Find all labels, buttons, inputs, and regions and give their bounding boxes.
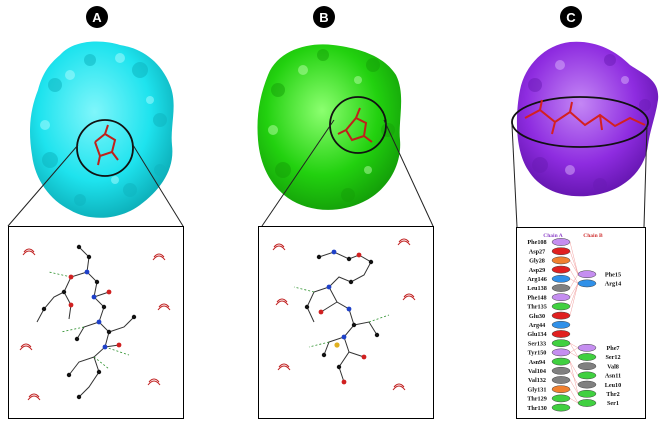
interaction-link xyxy=(569,260,579,275)
chain-b-header: Chain B xyxy=(583,233,603,239)
chain-b-residue-label: Asn11 xyxy=(605,373,621,380)
chain-b-residue-oval xyxy=(577,279,597,288)
chain-interaction-diagram: Chain A Chain B Phe108Asp27Gly28Asp29Arg… xyxy=(527,233,622,412)
chain-b-residue-label: Leu10 xyxy=(605,382,622,389)
panel-label-c: C xyxy=(560,6,582,28)
chain-a-residue-label: Ser133 xyxy=(528,340,546,347)
chain-a-residue-label: Thr129 xyxy=(527,396,547,403)
chain-a-residue-oval xyxy=(551,265,571,274)
chain-a-residue-label: Glu30 xyxy=(529,313,545,320)
ligand-b xyxy=(337,107,373,143)
chain-b-residue-label: Phe7 xyxy=(606,345,619,352)
chain-a-residue-oval xyxy=(551,376,571,384)
chain-b-residue-oval xyxy=(577,362,597,371)
interaction-link xyxy=(569,251,579,275)
panel-label-b: B xyxy=(313,6,335,28)
chain-a-header: Chain A xyxy=(543,233,562,239)
interaction-link xyxy=(569,361,579,394)
chain-a-residue-label: Glu134 xyxy=(527,331,546,338)
chain-a-residue-label: Gly28 xyxy=(529,258,545,265)
interaction-link xyxy=(569,343,579,348)
chain-a-residue-label: Leu138 xyxy=(527,285,547,292)
chain-a-residue-oval xyxy=(551,320,571,329)
chain-a-residue-label: Phe108 xyxy=(527,239,546,246)
chain-a-residue-oval xyxy=(551,385,571,394)
chain-a-residue-oval xyxy=(551,339,571,348)
ligplot-diagram-b xyxy=(272,238,416,391)
protein-surface-a xyxy=(30,41,174,218)
chain-b-residue-oval xyxy=(577,371,597,380)
chain-b-residue-oval xyxy=(577,380,597,389)
chain-b-residue-label: Thr2 xyxy=(606,391,619,398)
interaction-link xyxy=(569,283,579,307)
ligplot-diagram-a xyxy=(19,244,171,401)
chain-a-residue-oval xyxy=(551,247,571,256)
chain-b-residue-label: Val8 xyxy=(607,363,619,370)
chain-a-residue-label: Gly131 xyxy=(528,386,547,393)
interaction-link xyxy=(569,274,579,289)
ligplot-inset-a xyxy=(8,226,184,419)
chain-a-residue-oval xyxy=(551,394,571,403)
ligplot-inset-b xyxy=(258,226,434,419)
chain-a-residue-label: Thr135 xyxy=(527,304,547,311)
chain-b-residue-oval xyxy=(577,389,597,398)
chain-a-residue-oval xyxy=(551,357,571,366)
ligand-a xyxy=(94,124,119,166)
chain-a-residue-oval xyxy=(551,311,571,320)
chain-a-residue-label: Arg146 xyxy=(527,276,547,283)
chain-a-residue-oval xyxy=(551,284,571,292)
binding-site-circle-c xyxy=(511,96,649,148)
chain-a-residue-label: Tyr150 xyxy=(528,350,547,357)
chain-b-residue-oval xyxy=(577,399,597,407)
chain-a-residue-label: Asp27 xyxy=(529,248,546,255)
interaction-link xyxy=(569,379,579,394)
chain-a-residue-label: Phe148 xyxy=(527,294,546,301)
chain-a-residue-oval xyxy=(551,348,571,357)
chain-a-residue-label: Arg44 xyxy=(529,322,546,329)
interaction-link xyxy=(569,361,579,376)
interaction-link xyxy=(569,343,579,358)
chain-b-residue-oval xyxy=(577,353,597,361)
chain-a-residue-label: Asn94 xyxy=(529,359,546,366)
chain-b-residue-label: Phe15 xyxy=(605,271,621,278)
chain-a-residue-oval xyxy=(551,302,571,311)
chain-a-residue-oval xyxy=(551,403,571,412)
chain-b-residue-oval xyxy=(577,270,597,279)
interaction-link xyxy=(569,398,579,404)
interaction-link xyxy=(569,269,579,284)
chain-a-residue-oval xyxy=(551,330,571,338)
chain-a-residue-oval xyxy=(551,274,571,283)
chain-a-residue-oval xyxy=(551,293,571,302)
chain-a-residue-label: Val132 xyxy=(528,377,546,384)
protein-surface-c xyxy=(511,41,659,197)
chain-b-residue-label: Ser12 xyxy=(605,354,620,361)
binding-site-circle-a xyxy=(76,119,134,177)
chain-a-residue-label: Asp29 xyxy=(529,267,546,274)
ligand-c xyxy=(524,99,646,135)
interaction-link xyxy=(569,352,579,358)
interaction-link xyxy=(569,283,579,316)
interaction-link xyxy=(569,241,579,275)
chain-b-residue-oval xyxy=(577,343,597,352)
chain-a-residue-oval xyxy=(551,256,571,265)
chain-a-residue-label: Val104 xyxy=(528,368,546,375)
panel-label-a: A xyxy=(86,6,108,28)
chain-a-residue-label: Thr130 xyxy=(527,405,547,412)
chain-a-residue-oval xyxy=(551,238,571,246)
chain-a-residue-oval xyxy=(551,366,571,375)
chain-b-residue-label: Arg14 xyxy=(605,281,622,288)
chain-b-residue-label: Ser1 xyxy=(607,400,619,407)
interaction-link xyxy=(569,389,579,404)
interaction-link xyxy=(569,283,579,298)
